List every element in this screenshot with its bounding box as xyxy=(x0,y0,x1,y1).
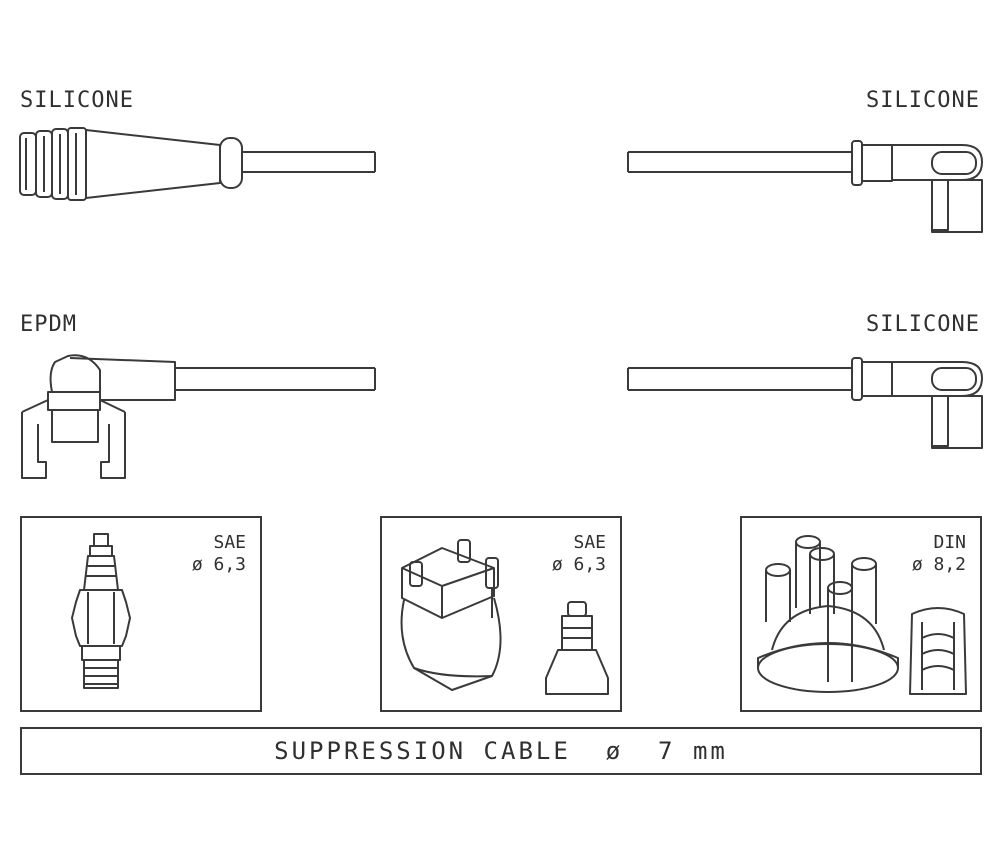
epdm-angled-boot-icon xyxy=(21,354,376,479)
top-left-cable-label: SILICONE xyxy=(20,88,134,113)
spec-standard: DIN xyxy=(933,532,966,553)
spark-plug-icon xyxy=(71,533,131,689)
ignition-coil-panel: SAE ø 6,3 xyxy=(380,516,622,712)
top-right-cable-label: SILICONE xyxy=(866,88,980,113)
distributor-cap-panel: DIN ø 8,2 xyxy=(740,516,982,712)
mid-right-cable-label: SILICONE xyxy=(866,312,980,337)
spec-standard: SAE xyxy=(573,532,606,553)
spec-diameter: ø 6,3 xyxy=(191,554,246,575)
mid-left-cable-label: EPDM xyxy=(20,312,77,337)
spark-plug-panel: SAE ø 6,3 xyxy=(20,516,262,712)
suppression-cable-caption: SUPPRESSION CABLE ø 7 mm xyxy=(20,727,982,775)
angled-boot-icon xyxy=(627,140,983,233)
panel-spec: SAE ø 6,3 xyxy=(192,532,246,576)
angled-boot-2-icon xyxy=(627,357,983,449)
panel-spec: DIN ø 8,2 xyxy=(912,532,966,576)
spec-diameter: ø 6,3 xyxy=(551,554,606,575)
cable-drawings xyxy=(19,127,983,479)
panel-spec: SAE ø 6,3 xyxy=(552,532,606,576)
spec-diameter: ø 8,2 xyxy=(911,554,966,575)
ignition-coil-icon xyxy=(400,539,609,695)
spec-standard: SAE xyxy=(213,532,246,553)
distributor-cap-icon xyxy=(757,535,967,695)
caption-text: SUPPRESSION CABLE ø 7 mm xyxy=(274,737,728,765)
straight-boot-icon xyxy=(19,127,376,201)
